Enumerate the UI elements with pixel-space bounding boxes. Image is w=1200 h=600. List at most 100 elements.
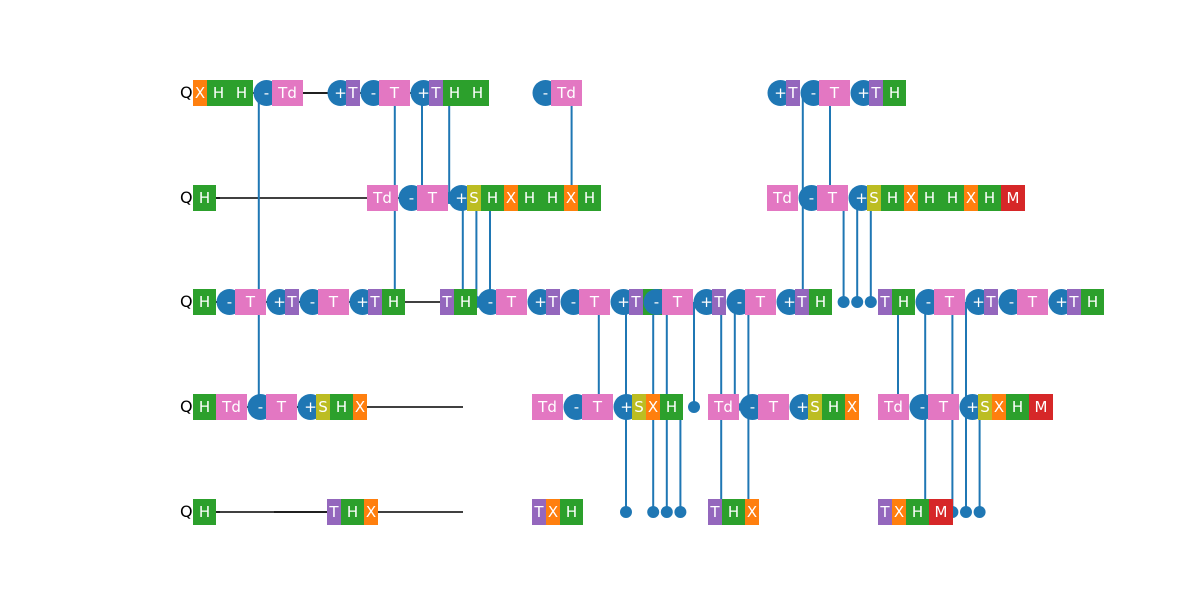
- gate-box: [532, 394, 563, 420]
- gate-box: [368, 289, 382, 315]
- gate-x: X: [564, 185, 578, 211]
- gate-label: -: [1009, 293, 1014, 311]
- gate-label: H: [828, 398, 839, 416]
- gate-t: T: [368, 289, 382, 315]
- gate-box: [193, 499, 216, 525]
- gate-t: T: [532, 499, 546, 525]
- gate-label: X: [906, 189, 916, 207]
- gate-box: [904, 185, 918, 211]
- gate-td: Td: [708, 394, 739, 420]
- gate-label: T: [389, 84, 400, 102]
- gate-label: +: [334, 84, 347, 102]
- gate-label: H: [199, 293, 210, 311]
- gate-x: X: [353, 394, 367, 420]
- gate-label: -: [737, 293, 742, 311]
- gate-x: X: [845, 394, 859, 420]
- gate-box: [984, 289, 998, 315]
- gate-label: T: [630, 293, 641, 311]
- qubit-label-1: Q: [180, 188, 193, 207]
- gate-box: [578, 185, 601, 211]
- gate-label: T: [427, 189, 438, 207]
- gate-box: [767, 185, 798, 211]
- gate-h: H: [341, 499, 364, 525]
- gate-x: X: [904, 185, 918, 211]
- gate-s: S: [467, 185, 481, 211]
- gate-label: +: [972, 293, 985, 311]
- gate-label: -: [926, 293, 931, 311]
- gate-box: [892, 499, 906, 525]
- gate-label: -: [488, 293, 493, 311]
- gate-label: Td: [883, 398, 903, 416]
- gate-h: H: [518, 185, 541, 211]
- control-dot: [688, 401, 700, 413]
- gate-h: H: [443, 80, 466, 106]
- gate-t: T: [629, 289, 643, 315]
- gate-s: S: [867, 185, 881, 211]
- gate-label: Td: [713, 398, 733, 416]
- gate-box: [579, 289, 610, 315]
- gate-t: T: [429, 80, 443, 106]
- control-dot: [660, 506, 673, 518]
- qubit-label-0: Q: [180, 83, 193, 102]
- gate-t: T: [285, 289, 299, 315]
- gate-td: T: [235, 289, 266, 315]
- gate-box: [429, 80, 443, 106]
- gate-label: M: [935, 503, 948, 521]
- gate-label: T: [347, 84, 358, 102]
- gate-box: [346, 80, 360, 106]
- gate-label: X: [548, 503, 558, 521]
- gate-box: [745, 499, 759, 525]
- gate-box: [892, 289, 915, 315]
- gate-label: H: [1012, 398, 1023, 416]
- gate-box: [564, 185, 578, 211]
- gate-label: -: [543, 84, 548, 102]
- gate-label: T: [369, 293, 380, 311]
- gate-box: [786, 80, 800, 106]
- gate-label: H: [584, 189, 595, 207]
- gate-label: H: [547, 189, 558, 207]
- gate-box: [560, 499, 583, 525]
- gate-box: [934, 289, 965, 315]
- gate-label: T: [1027, 293, 1038, 311]
- gate-h: H: [941, 185, 964, 211]
- gate-label: H: [912, 503, 923, 521]
- gate-h: H: [1081, 289, 1104, 315]
- gate-label: -: [811, 84, 816, 102]
- gate-t: T: [327, 499, 341, 525]
- gate-label: +: [273, 293, 286, 311]
- gate-label: X: [648, 398, 658, 416]
- gate-s: S: [808, 394, 822, 420]
- gate-box: [379, 80, 410, 106]
- gate-td: T: [1017, 289, 1048, 315]
- gate-label: -: [264, 84, 269, 102]
- gate-box: [546, 289, 560, 315]
- gate-box: [745, 289, 776, 315]
- gate-td: Td: [272, 80, 303, 106]
- gate-box: [712, 289, 726, 315]
- gate-x: X: [964, 185, 978, 211]
- gate-label: H: [924, 189, 935, 207]
- gate-h: H: [660, 394, 683, 420]
- gate-label: H: [666, 398, 677, 416]
- gate-box: [817, 185, 848, 211]
- gate-h: H: [892, 289, 915, 315]
- gate-box: [518, 185, 541, 211]
- gate-box: [881, 185, 904, 211]
- gate-box: [582, 394, 613, 420]
- gate-h: H: [193, 499, 216, 525]
- gate-box: [1067, 289, 1081, 315]
- gate-box: [207, 80, 230, 106]
- gate-label: +: [700, 293, 713, 311]
- gate-td: Td: [878, 394, 909, 420]
- gate-s: S: [978, 394, 992, 420]
- gate-td: T: [817, 185, 848, 211]
- gate-td: Td: [767, 185, 798, 211]
- gate-td: T: [379, 80, 410, 106]
- gate-label: +: [855, 189, 868, 207]
- gate-t: T: [878, 499, 892, 525]
- gate-td: T: [934, 289, 965, 315]
- gate-box: [646, 394, 660, 420]
- gate-box: [722, 499, 745, 525]
- gate-box: [353, 394, 367, 420]
